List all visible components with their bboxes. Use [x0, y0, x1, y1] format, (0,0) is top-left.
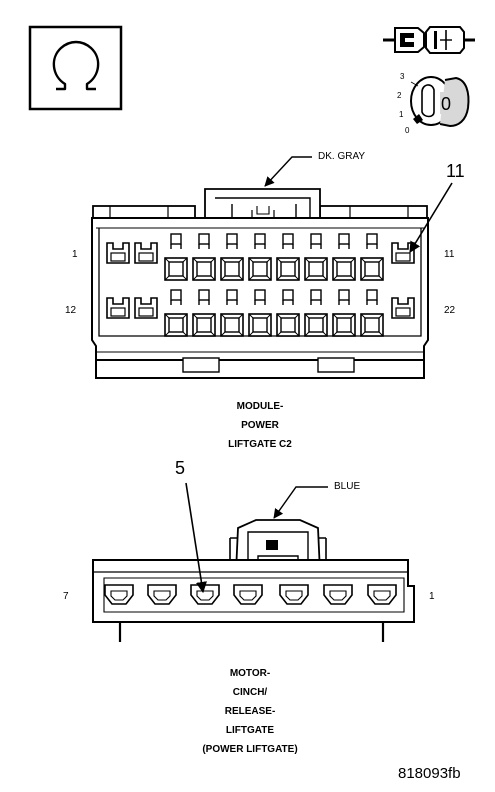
ignition-position-3: 3 [400, 72, 405, 81]
caption-line: CINCH/ [232, 687, 268, 698]
c2-callout-cavity: 11 [446, 161, 465, 181]
c2-row2-right-label: 22 [444, 305, 456, 316]
motor-end-left-label: 7 [63, 591, 69, 602]
ignition-current-position: 0 [441, 94, 452, 114]
motor-end-right-label: 1 [429, 591, 435, 602]
motor-wire-color-label: BLUE [334, 481, 361, 492]
c2-row1-left-label: 1 [72, 249, 78, 260]
c2-connector-caption: MODULE- POWER LIFTGATE C2 [200, 397, 320, 454]
motor-callout-cavity: 5 [175, 458, 186, 478]
caption-line: MOTOR- [229, 668, 271, 679]
caption-line: MODULE- [236, 401, 284, 412]
ignition-position-2: 2 [397, 91, 402, 100]
ohm-symbol-icon [28, 25, 123, 111]
caption-line: RELEASE- [224, 706, 276, 717]
caption-line: (POWER LIFTGATE) [202, 744, 298, 755]
caption-line: POWER [241, 420, 279, 431]
probe-connector-icon [383, 26, 475, 54]
motor-connector-drawing [92, 482, 415, 642]
ignition-switch-icon [410, 76, 470, 128]
figure-id: 818093fb [398, 765, 461, 782]
c2-row2-left-label: 12 [65, 305, 77, 316]
caption-line: LIFTGATE C2 [228, 439, 292, 450]
motor-connector-caption: MOTOR- CINCH/ RELEASE- LIFTGATE (POWER L… [170, 664, 330, 759]
c2-row1-right-label: 11 [444, 249, 455, 260]
c2-wire-color-label: DK. GRAY [318, 151, 366, 162]
caption-line: LIFTGATE [225, 725, 275, 736]
c2-connector-drawing [91, 156, 453, 379]
ignition-position-1: 1 [399, 110, 404, 119]
ignition-position-0: 0 [405, 126, 410, 135]
